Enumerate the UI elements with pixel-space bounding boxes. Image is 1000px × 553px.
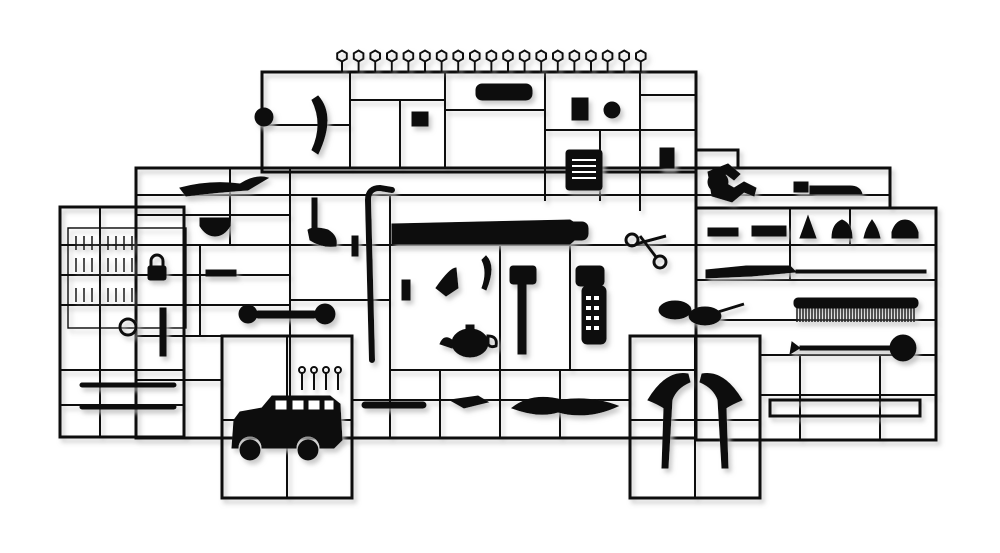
paintbrush-icon (707, 214, 919, 239)
golf-club-icon (307, 197, 337, 247)
screw-icon (298, 366, 342, 390)
misc-small-parts (75, 83, 922, 418)
hex-nut-icon (485, 49, 498, 63)
hex-nut-icon (386, 49, 398, 63)
hex-nut-icon (518, 49, 531, 63)
crowbar-icon (364, 184, 395, 363)
hex-nut-icon (552, 49, 564, 63)
hex-nut-icon (635, 49, 647, 63)
hex-nut-icon (419, 49, 431, 63)
sprue-outer-frame (58, 70, 938, 500)
knife-icon (705, 265, 927, 279)
hex-nut-icon (502, 49, 514, 63)
car-icon (231, 395, 343, 461)
hex-nut-icon (402, 49, 415, 63)
padlock-icon (147, 253, 167, 281)
mobile-phone-icon (575, 265, 607, 345)
hex-nut-icon (469, 49, 481, 63)
wrench-icon (707, 163, 757, 203)
hex-nut-icon (535, 49, 547, 63)
hex-nut-icon (618, 49, 630, 63)
hex-nut-icon (352, 49, 365, 63)
sunglasses-icon (658, 300, 745, 326)
teapot-icon (439, 324, 498, 358)
hand-saw-icon (391, 219, 589, 245)
hair-comb-icon (793, 297, 919, 322)
hex-nut-icon (336, 49, 348, 63)
high-heel-shoe-icon (647, 373, 743, 469)
scissors-icon (624, 232, 668, 270)
hex-nut-icon (369, 49, 381, 63)
hex-nut-row-icon (336, 49, 647, 72)
hex-nut-icon (452, 49, 464, 63)
hammer-icon (509, 265, 537, 355)
hex-nut-icon (585, 49, 597, 63)
hex-nut-icon (601, 49, 614, 63)
sprue-runners (59, 71, 937, 499)
hex-nut-icon (568, 49, 581, 63)
speaker-icon (565, 149, 603, 191)
hex-nut-icon (435, 49, 448, 63)
rose-icon (789, 334, 917, 362)
combination-spanner-icon (238, 303, 336, 325)
